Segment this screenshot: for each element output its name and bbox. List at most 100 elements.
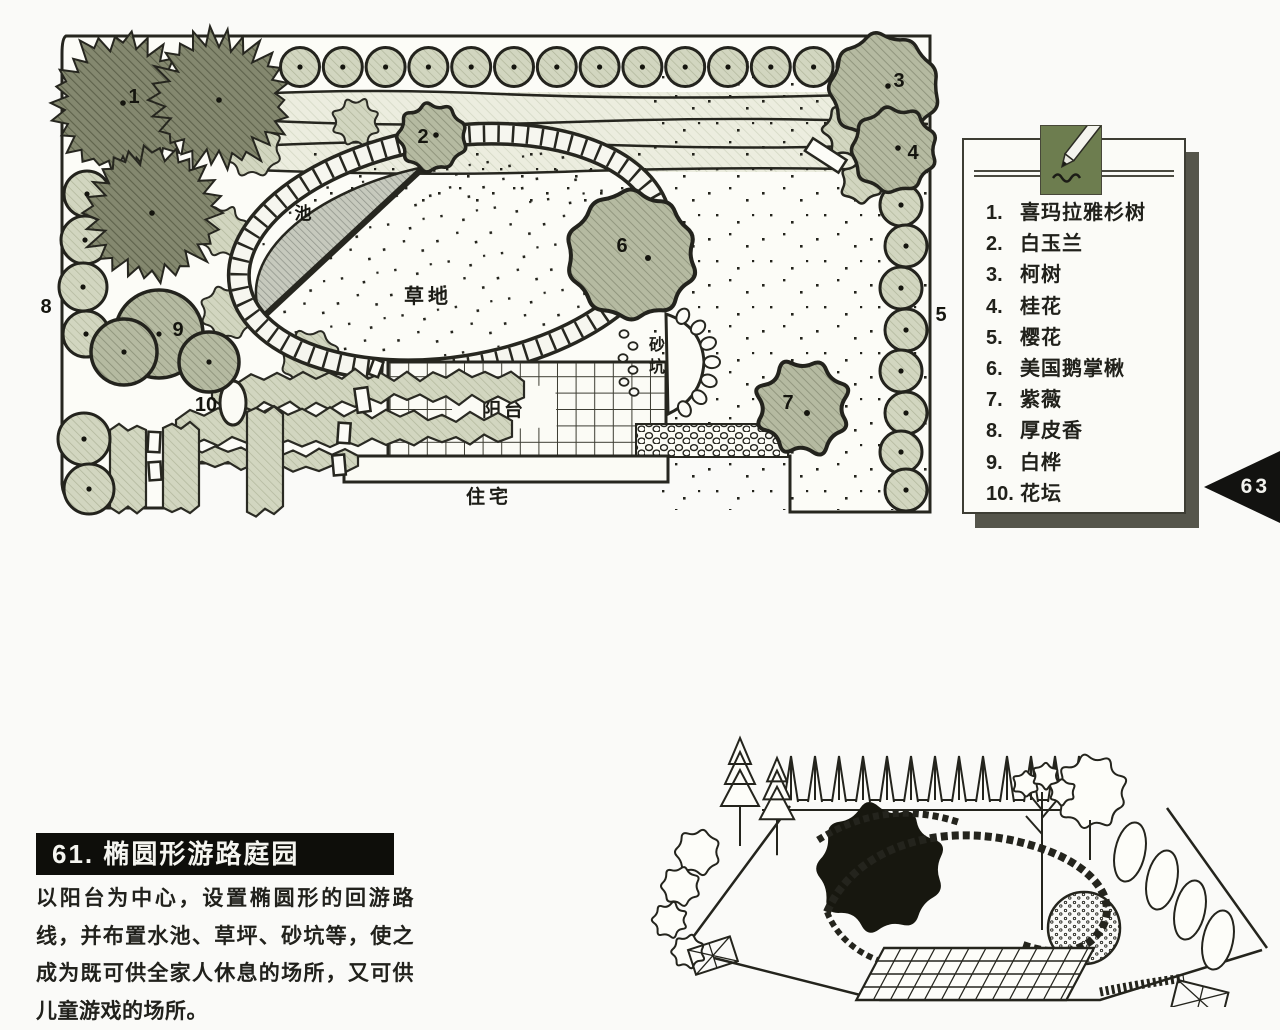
tree-branches [1023,787,1063,930]
stepping-stone [335,421,353,445]
marker-1: 1 [128,86,139,108]
legend-item-name: 白桦 [1020,451,1062,474]
edge-stone [675,307,691,325]
tree-trunk-dot [84,191,90,197]
edge-stone [627,365,639,375]
legend-item-number: 5. [986,326,1003,349]
edge-stone [627,341,639,351]
bench [803,136,849,175]
tree-canopy [754,359,851,457]
tree-trunk-dot [903,487,909,493]
legend-item-name: 柯树 [1020,264,1062,287]
sand-pit-label: 坑 [649,357,665,376]
marker-4: 4 [907,142,919,164]
legend-item-name: 紫薇 [1020,389,1062,412]
marker-7: 7 [782,392,793,414]
edge-stone [676,400,692,418]
house-label: 住宅 [466,485,512,508]
legend-item-name: 美国鹅掌楸 [1020,358,1125,381]
marker-5: 5 [935,304,946,326]
terrace-grid [854,946,1096,1002]
leaves [1049,778,1076,807]
plan-markers: 1 2 3 4 5 6 7 8 9 10 [40,70,946,416]
legend-item-number: 9. [986,451,1003,474]
tree-canopy [395,101,468,174]
edge-stone [700,373,718,389]
legend-item-name: 厚皮香 [1020,420,1083,443]
conifer [927,755,943,803]
shrub [650,900,688,939]
book-page: { "plan": { "labels": { "pond": "池", "la… [36,22,1280,1023]
conifer [807,755,823,803]
legend-item: 3.柯树 [986,260,1176,291]
tree-trunk-dot [297,64,303,70]
tree-trunk-dot [340,64,346,70]
tree [1173,879,1207,941]
legend-item-name: 花坛 [1020,482,1062,505]
conifer [903,755,919,803]
legend-item: 1.喜玛拉雅杉树 [986,198,1176,229]
tree-trunk-dot [433,132,439,138]
fence [1170,978,1230,1007]
legend-item-number: 10. [986,482,1014,505]
tree-trunk-dot [425,64,431,70]
conifer [999,755,1015,803]
tree-trunk-dot [804,410,810,416]
tree-trunk-dot [898,368,904,374]
legend-item-number: 8. [986,420,1003,443]
sketch-shape [687,935,739,976]
tree-trunk-dot [156,331,162,337]
legend-item-number: 4. [986,295,1003,318]
tree-trunk-dot [206,359,212,365]
tree-trunk-dot [120,100,126,106]
tree-trunk-dot [898,449,904,455]
tree-trunk-dot [216,97,222,103]
conifer [783,755,799,803]
page-tab-arrow-icon [1204,451,1280,523]
sand-pit: 砂 坑 [617,307,721,418]
tree-trunk-dot [903,410,909,416]
legend-item-name: 桂花 [1020,295,1062,318]
shrub [659,866,700,907]
stepping-stone [352,385,373,415]
edge-stone [689,319,707,336]
edge-stone [699,336,717,351]
lawn-label: 草地 [404,285,452,308]
marker-6: 6 [616,235,627,257]
edge-stone [628,387,640,397]
tree [1201,909,1235,971]
pine-tree [758,755,796,856]
tree-trunk-dot [682,64,688,70]
tree [1145,849,1179,911]
tree-trunk-dot [768,64,774,70]
legend-item: 9. 白桦 [986,448,1176,479]
tree-trunk-dot [86,486,92,492]
tree-trunk-dot [898,285,904,291]
edge-stone [691,389,708,406]
section-body: 以阳台为中心，设置椭圆形的回游路线，并布置水池、草坪、砂坑等，使之成为既可供全家… [36,887,414,1023]
pond-label: 池 [295,203,312,223]
tree-trunk-dot [511,64,517,70]
conifer [879,755,895,803]
pine-tree [719,735,761,846]
tree-trunk-dot [898,202,904,208]
edge-stone [702,355,721,370]
tree-trunk-dot [83,331,89,337]
stepping-stone [330,453,348,477]
legend-item: 10. 花坛 [986,479,1176,510]
tree-canopy [849,105,937,195]
clipped-hedges [108,367,526,518]
legend-item: 5.樱花 [986,323,1176,354]
marker-3: 3 [893,70,904,92]
legend-item: 8. 厚皮香 [986,416,1176,447]
tree-trunk-dot [383,64,389,70]
tree-trunk-dot [121,349,127,355]
pergola [816,809,960,843]
legend-item: 2.白玉兰 [986,229,1176,260]
tree-trunk-dot [811,64,817,70]
page-tab: 63 [1204,451,1280,523]
legend-item: 4. 桂花 [986,292,1176,323]
tree-canopy [566,187,698,322]
legend-item: 6.美国鹅掌楸 [986,354,1176,385]
stepping-stone [147,460,163,482]
